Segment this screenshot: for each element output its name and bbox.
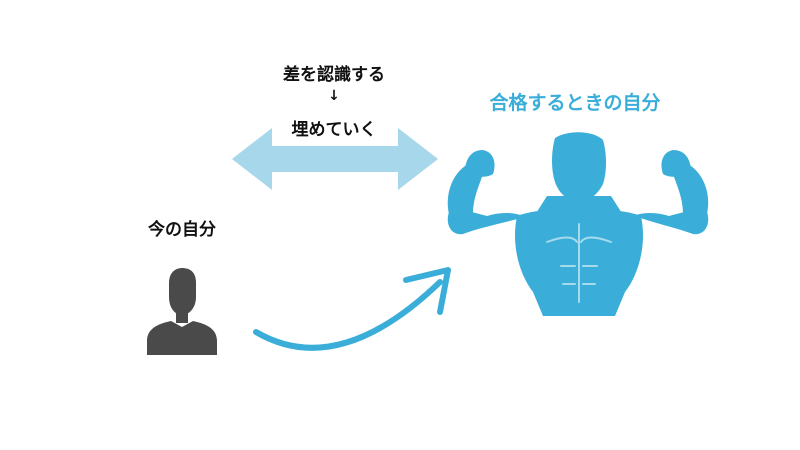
- fill-gap-label: 埋めていく: [291, 120, 377, 140]
- down-arrow-label: ↓: [328, 88, 340, 104]
- goal-self-label: 合格するときの自分: [489, 92, 661, 114]
- muscular-man-icon: [447, 132, 709, 316]
- person-silhouette-icon: [147, 268, 217, 355]
- current-self-label: 今の自分: [148, 220, 216, 240]
- double-headed-arrow-icon: [232, 128, 438, 190]
- recognize-gap-label: 差を認識する: [283, 65, 385, 85]
- curved-arrow-icon: [253, 267, 451, 351]
